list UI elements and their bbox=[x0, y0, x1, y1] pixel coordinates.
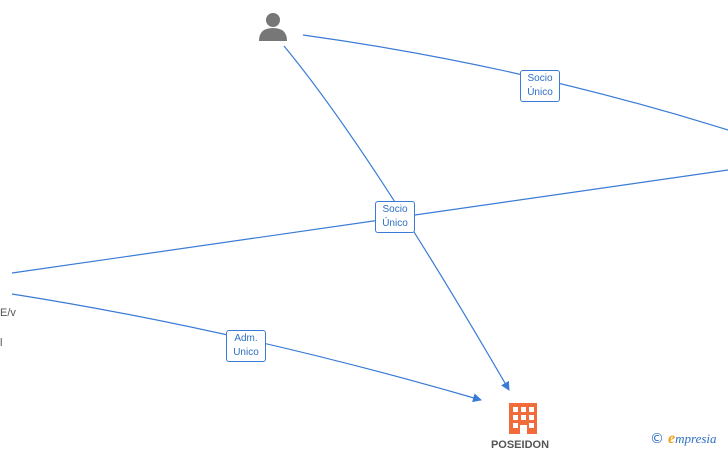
edge-label-socio-unico-top: Socio Único bbox=[520, 70, 560, 102]
person-icon[interactable] bbox=[259, 13, 287, 41]
company-name[interactable]: POSEIDON bbox=[490, 439, 550, 451]
edge-person-to-right bbox=[302, 34, 728, 131]
edge-label-line2: Único bbox=[527, 87, 553, 98]
edge-label-line2: Unico bbox=[233, 347, 259, 358]
edge-label-line1: Socio bbox=[382, 204, 408, 215]
left-node-label-partial: E/v bbox=[0, 307, 16, 319]
empresia-watermark: ©empresia bbox=[650, 430, 717, 448]
edge-label-line1: Adm. bbox=[234, 333, 258, 344]
edge-label-line2: Único bbox=[382, 218, 408, 229]
left-node-label-partial-2: l bbox=[0, 337, 3, 349]
edge-label-socio-unico-center: Socio Único bbox=[375, 201, 415, 233]
brand-name: mpresia bbox=[675, 431, 717, 446]
edge-person-to-company bbox=[283, 45, 510, 391]
copyright-symbol: © bbox=[650, 431, 664, 447]
brand-initial: e bbox=[668, 430, 676, 447]
edge-label-adm-unico: Adm. Unico bbox=[226, 330, 266, 362]
edge-label-line1: Socio bbox=[527, 73, 553, 84]
building-icon[interactable] bbox=[509, 403, 537, 434]
edge-left-to-right bbox=[11, 169, 728, 274]
